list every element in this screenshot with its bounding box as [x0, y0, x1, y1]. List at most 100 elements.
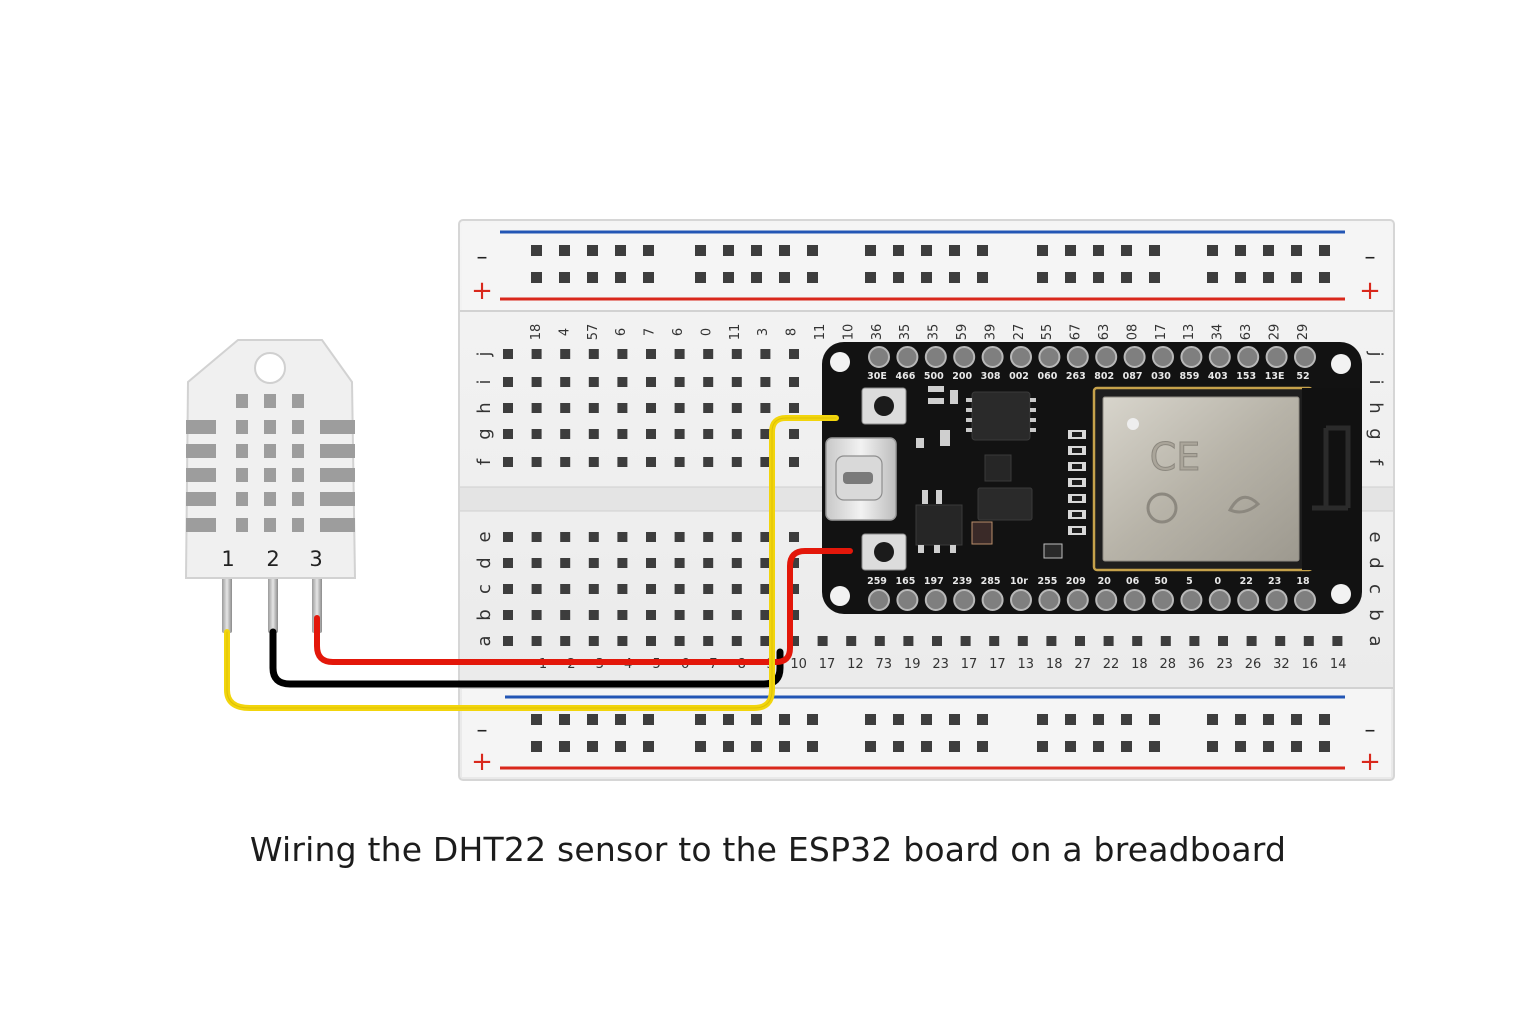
header-pin — [981, 589, 1004, 611]
rail-hole — [1319, 245, 1330, 256]
breadboard-hole — [560, 532, 571, 542]
breadboard-hole — [646, 636, 656, 646]
row-letter: c — [474, 584, 495, 594]
breadboard-hole — [932, 636, 942, 646]
usb-uart-chip — [971, 391, 1031, 441]
breadboard-hole — [789, 349, 799, 359]
breadboard-hole — [960, 636, 971, 646]
boot-button[interactable] — [861, 387, 907, 425]
rail-hole — [1037, 741, 1048, 752]
esp32-pin-label: 500 — [924, 371, 944, 382]
rail-hole — [1235, 714, 1246, 725]
rail-hole — [1037, 245, 1048, 256]
column-number-top: 10 — [841, 324, 856, 341]
breadboard-hole — [760, 377, 771, 387]
breadboard-hole — [617, 377, 628, 387]
breadboard-hole — [503, 429, 513, 439]
column-number-top: 13 — [1182, 324, 1197, 341]
breadboard-hole — [646, 558, 656, 568]
esp32-pin-label: 13E — [1265, 371, 1285, 382]
breadboard-hole — [789, 558, 799, 568]
row-letter: j — [1365, 350, 1386, 356]
rail-hole — [949, 741, 960, 752]
breadboard-hole — [760, 610, 771, 620]
rail-hole — [1093, 741, 1104, 752]
breadboard-hole — [588, 532, 599, 542]
rail-hole — [531, 245, 542, 256]
mount-hole-bl — [830, 586, 850, 606]
rail-hole — [1263, 741, 1274, 752]
row-letter: i — [474, 379, 495, 384]
breadboard-hole — [903, 636, 914, 646]
breadboard-hole — [760, 429, 771, 439]
rail-hole — [1149, 741, 1160, 752]
header-pin — [1294, 346, 1316, 368]
header-pin — [1237, 346, 1260, 368]
column-number-bottom: 23 — [932, 657, 949, 672]
esp32-pin-label: 466 — [895, 371, 915, 382]
bottom-power-rail — [462, 688, 1391, 777]
mount-hole-br — [1331, 584, 1351, 604]
esp32-pin-label: 030 — [1151, 371, 1171, 382]
column-number-top: 63 — [1239, 324, 1254, 341]
row-letter: e — [474, 531, 495, 542]
sensor-housing — [184, 339, 357, 579]
rail-hole — [1093, 245, 1104, 256]
column-number-top: 6 — [671, 328, 686, 336]
column-number-top: 11 — [813, 324, 828, 341]
breadboard-hole — [531, 636, 542, 646]
breadboard-hole — [617, 610, 628, 620]
esp32-pin-label: 239 — [952, 576, 972, 587]
rail-hole — [531, 272, 542, 283]
column-number-bottom: 17 — [961, 657, 978, 672]
top-power-rail — [462, 223, 1391, 310]
micro-usb-port[interactable] — [825, 437, 897, 521]
rail-hole — [1093, 272, 1104, 283]
column-number-top: 8 — [785, 328, 800, 336]
rail-hole — [949, 714, 960, 725]
breadboard-hole — [503, 610, 513, 620]
breadboard-hole — [560, 558, 571, 568]
rail-hole — [1207, 272, 1218, 283]
dht22-sensor: 1 2 3 — [184, 339, 357, 633]
row-letter: b — [474, 609, 495, 620]
breadboard-hole — [731, 610, 742, 620]
esp32-bottom-header — [868, 589, 1316, 611]
esp32-pin-label: 50 — [1154, 576, 1168, 587]
reset-button[interactable] — [861, 533, 907, 571]
rail-hole — [807, 245, 818, 256]
rail-hole — [1121, 741, 1132, 752]
rail-plus-top-right: + — [1359, 276, 1381, 306]
column-number-top: 63 — [1097, 324, 1112, 341]
breadboard-hole — [703, 429, 714, 439]
rail-hole — [1291, 714, 1302, 725]
rail-plus-top-left: + — [471, 276, 493, 306]
column-number-bottom: 26 — [1245, 657, 1262, 672]
rail-hole — [893, 714, 904, 725]
breadboard-hole — [760, 636, 771, 646]
header-pin — [1123, 346, 1146, 368]
rail-hole — [1037, 714, 1048, 725]
rail-hole — [865, 714, 876, 725]
column-number-top: 6 — [614, 328, 629, 336]
breadboard-hole — [703, 558, 714, 568]
rail-hole — [949, 272, 960, 283]
breadboard-hole — [588, 584, 599, 594]
breadboard-hole — [731, 377, 742, 387]
header-pin — [1095, 346, 1118, 368]
breadboard-hole — [731, 532, 742, 542]
rail-hole — [751, 272, 762, 283]
header-pin — [1237, 589, 1260, 611]
column-number-bottom: 17 — [819, 657, 836, 672]
esp32-pin-label: 403 — [1208, 371, 1228, 382]
row-letter: g — [474, 428, 495, 439]
caption: Wiring the DHT22 sensor to the ESP32 boa… — [249, 830, 1287, 869]
breadboard-hole — [731, 584, 742, 594]
breadboard-hole — [789, 636, 799, 646]
rail-hole — [723, 245, 734, 256]
breadboard-hole — [617, 457, 628, 467]
pcb-antenna — [1302, 388, 1360, 570]
rail-hole — [977, 272, 988, 283]
header-pin — [924, 589, 947, 611]
